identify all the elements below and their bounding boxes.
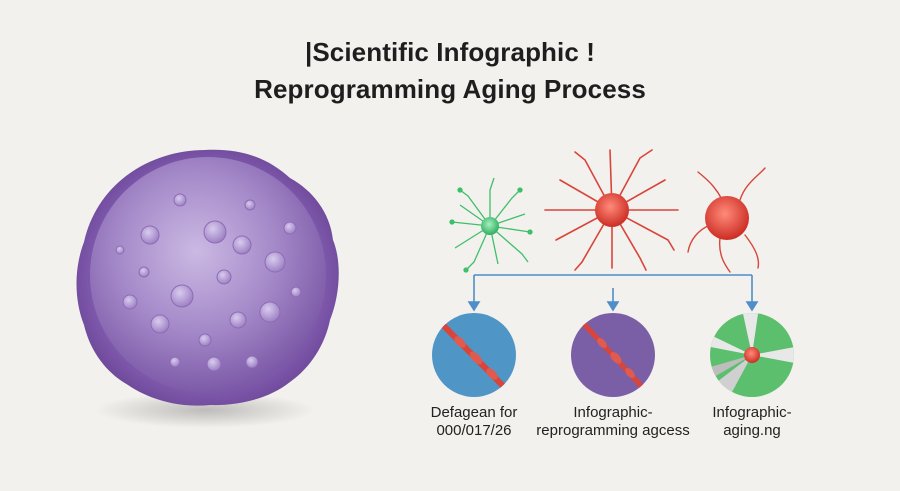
caption-right-line1: Infographic- [712, 404, 792, 421]
caption-middle-line1: Infographic- [573, 404, 653, 421]
cell-surface-bumps [115, 193, 302, 372]
circle-purple [571, 313, 655, 397]
caption-left: Defagean for 000/017/26 [374, 404, 574, 440]
cell-body [90, 157, 326, 393]
cell-shadow [95, 392, 315, 428]
page-title-line1: |Scientific Infographic ! [304, 37, 596, 67]
page-title-line2: Reprogramming Aging Process [254, 74, 646, 104]
connector-lines [467, 274, 759, 312]
caption-left-line2: 000/017/26 [436, 422, 512, 439]
circle-blue [432, 313, 516, 397]
arrow-head-middle [606, 301, 620, 312]
arrow-head-right [745, 301, 759, 312]
caption-right-line2: aging.ng [723, 422, 781, 439]
arrow-head-left [467, 301, 481, 312]
red-neuron-illustration [544, 149, 679, 271]
purple-cell-illustration [76, 149, 339, 428]
caption-middle-line2: reprogramming agcess [536, 422, 690, 439]
red-cell-illustration [687, 167, 766, 273]
caption-left-line1: Defagean for [430, 404, 518, 421]
green-neuron-illustration [449, 177, 533, 273]
caption-middle: Infographic- reprogramming agcess [513, 404, 713, 440]
caption-right: Infographic- aging.ng [652, 404, 852, 440]
circle-green [710, 313, 794, 397]
